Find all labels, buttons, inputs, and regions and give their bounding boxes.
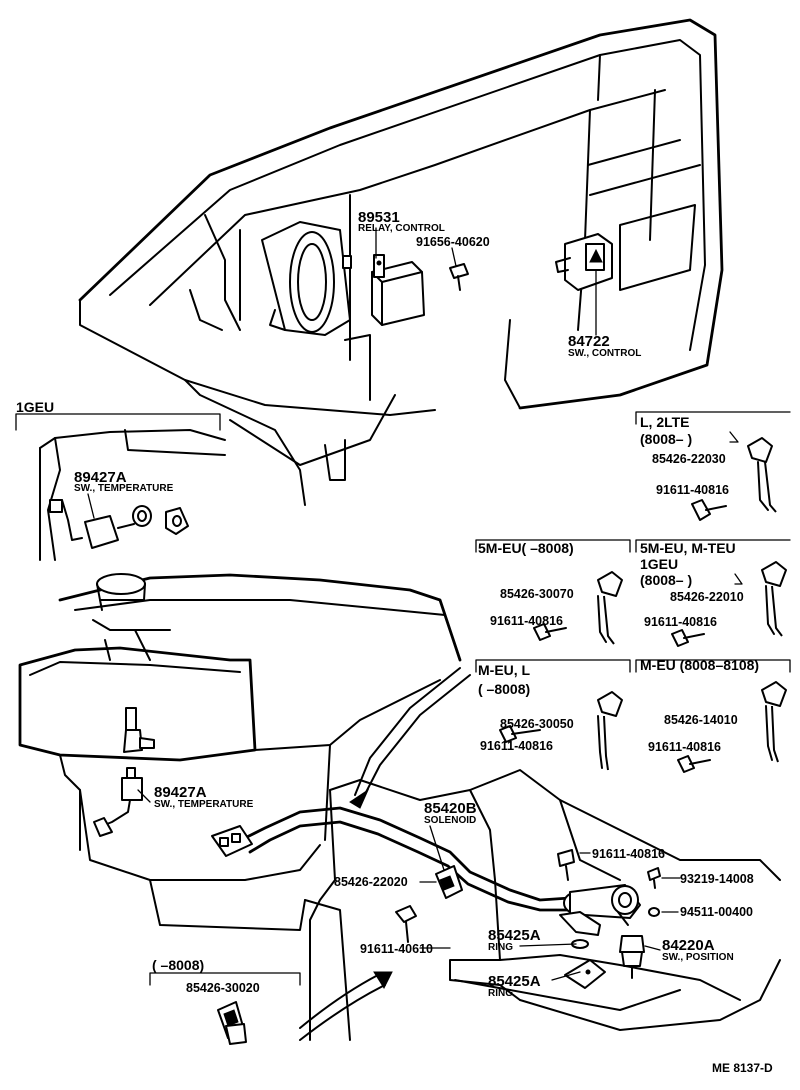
relay-part-number: 89531 (358, 209, 400, 226)
variant-1geu-label: 1GEU (16, 399, 54, 415)
clamp-85426-30070[interactable] (597, 571, 623, 645)
solenoid-part-number: 85420B (424, 800, 477, 817)
bolt-l2lte[interactable] (691, 499, 727, 521)
control-relay[interactable] (371, 254, 425, 326)
temp-switch-main-part-number: 89427A (154, 784, 207, 801)
variant-5meu-clamp: 85426-30070 (500, 587, 574, 601)
variant-early-clamp: 85426-30020 (186, 981, 260, 995)
ring-1-description: RING (488, 942, 513, 953)
clamp-85426-22010[interactable] (761, 561, 787, 637)
screw-93219-part-number: 93219-14008 (680, 872, 754, 886)
screw-93219-14008[interactable] (647, 867, 661, 889)
variant-early-label: ( –8008) (152, 957, 204, 973)
temp-switch-1geu[interactable] (49, 499, 189, 549)
variant-l2lte-line2: (8008– ) (640, 431, 692, 447)
bolt-solenoid-part-number: 91611-40816 (592, 847, 665, 861)
variant-meu-l-line1: M-EU, L (478, 662, 531, 678)
relay-description: RELAY, CONTROL (358, 223, 445, 234)
temp-switch-main-description: SW., TEMPERATURE (154, 799, 254, 810)
harness-clamp-main[interactable] (435, 865, 463, 899)
variant-5meu-mteu-line1: 5M-EU, M-TEU (640, 540, 736, 556)
variant-l2lte-line1: L, 2LTE (640, 414, 690, 430)
ring-85425a-2[interactable] (564, 959, 606, 989)
ring-1-part-number: 85425A (488, 927, 541, 944)
inset-1geu-engine (39, 429, 226, 561)
variant-meu-l-bolt: 91611-40816 (480, 739, 553, 753)
transmission-area (304, 769, 781, 1041)
clamp-85426-30050[interactable] (597, 691, 623, 771)
variant-meu-8108-label: M-EU (8008–8108) (640, 657, 759, 673)
relay-bracket (261, 221, 352, 336)
inset-5meu-mteu (635, 539, 791, 585)
engine-assembly (18, 573, 462, 931)
variant-meu-l-line2: ( –8008) (478, 681, 530, 697)
position-switch-description: SW., POSITION (662, 952, 734, 963)
variant-l2lte-clamp: 85426-22030 (652, 452, 726, 466)
control-switch[interactable] (555, 233, 613, 291)
diagram-code: ME 8137-D (712, 1061, 773, 1075)
temp-switch-1geu-part-number: 89427A (74, 469, 127, 486)
position-switch[interactable] (619, 935, 645, 979)
solenoid-body[interactable] (559, 884, 641, 936)
clamp-85426-22030[interactable] (747, 437, 777, 513)
inset-meu-l (475, 659, 631, 673)
variant-5meu-mteu-bolt: 91611-40816 (644, 615, 717, 629)
arrow-early-variant (299, 971, 393, 1041)
position-switch-part-number: 84220A (662, 937, 715, 954)
inset-1geu-bracket (15, 413, 221, 431)
bolt-main-part-number: 91611-40610 (360, 942, 433, 956)
bolt-5meu[interactable] (533, 623, 567, 641)
inset-5meu (475, 539, 631, 553)
solenoid-description: SOLENOID (424, 815, 476, 826)
relay-screw-part-number: 91656-40620 (416, 235, 490, 249)
ring-2-description: RING (488, 988, 513, 999)
control-switch-part-number: 84722 (568, 333, 610, 350)
variant-meu-8108-bolt: 91611-40816 (648, 740, 721, 754)
variant-5meu-mteu-line3: (8008– ) (640, 572, 692, 588)
inset-early (149, 972, 301, 986)
ring-2-part-number: 85425A (488, 973, 541, 990)
variant-meu-l-clamp: 85426-30050 (500, 717, 574, 731)
washer-94511-part-number: 94511-00400 (680, 905, 753, 919)
temp-switch-1geu-description: SW., TEMPERATURE (74, 483, 174, 494)
arrow-to-main (349, 667, 471, 809)
variant-5meu-label: 5M-EU( –8008) (478, 540, 574, 556)
bolt-meu-l[interactable] (499, 725, 541, 743)
leader-lines (87, 227, 681, 981)
variant-meu-8108-clamp: 85426-14010 (664, 713, 738, 727)
clamp-85426-30020[interactable] (217, 1001, 247, 1045)
variant-l2lte-bolt: 91611-40816 (656, 483, 729, 497)
inset-meu-8108 (635, 659, 791, 673)
control-switch-description: SW., CONTROL (568, 348, 641, 359)
bolt-5meu-mteu[interactable] (671, 629, 705, 647)
variant-5meu-bolt: 91611-40816 (490, 614, 563, 628)
clamp-85426-14010[interactable] (761, 681, 787, 763)
bolt-solenoid-91611-40816[interactable] (557, 849, 575, 881)
inset-l2lte (635, 411, 791, 443)
temp-switch-main[interactable] (93, 707, 155, 837)
relay-screw[interactable] (449, 263, 469, 291)
solenoid-harness[interactable] (211, 806, 572, 912)
washer-94511-00400[interactable] (648, 907, 660, 917)
clamp-main-part-number: 85426-22020 (334, 875, 408, 889)
variant-5meu-mteu-clamp: 85426-22010 (670, 590, 744, 604)
bolt-91611-40610[interactable] (395, 905, 417, 943)
dashboard-panel (78, 18, 724, 506)
variant-5meu-mteu-line2: 1GEU (640, 556, 678, 572)
bolt-meu-8108[interactable] (677, 755, 711, 773)
